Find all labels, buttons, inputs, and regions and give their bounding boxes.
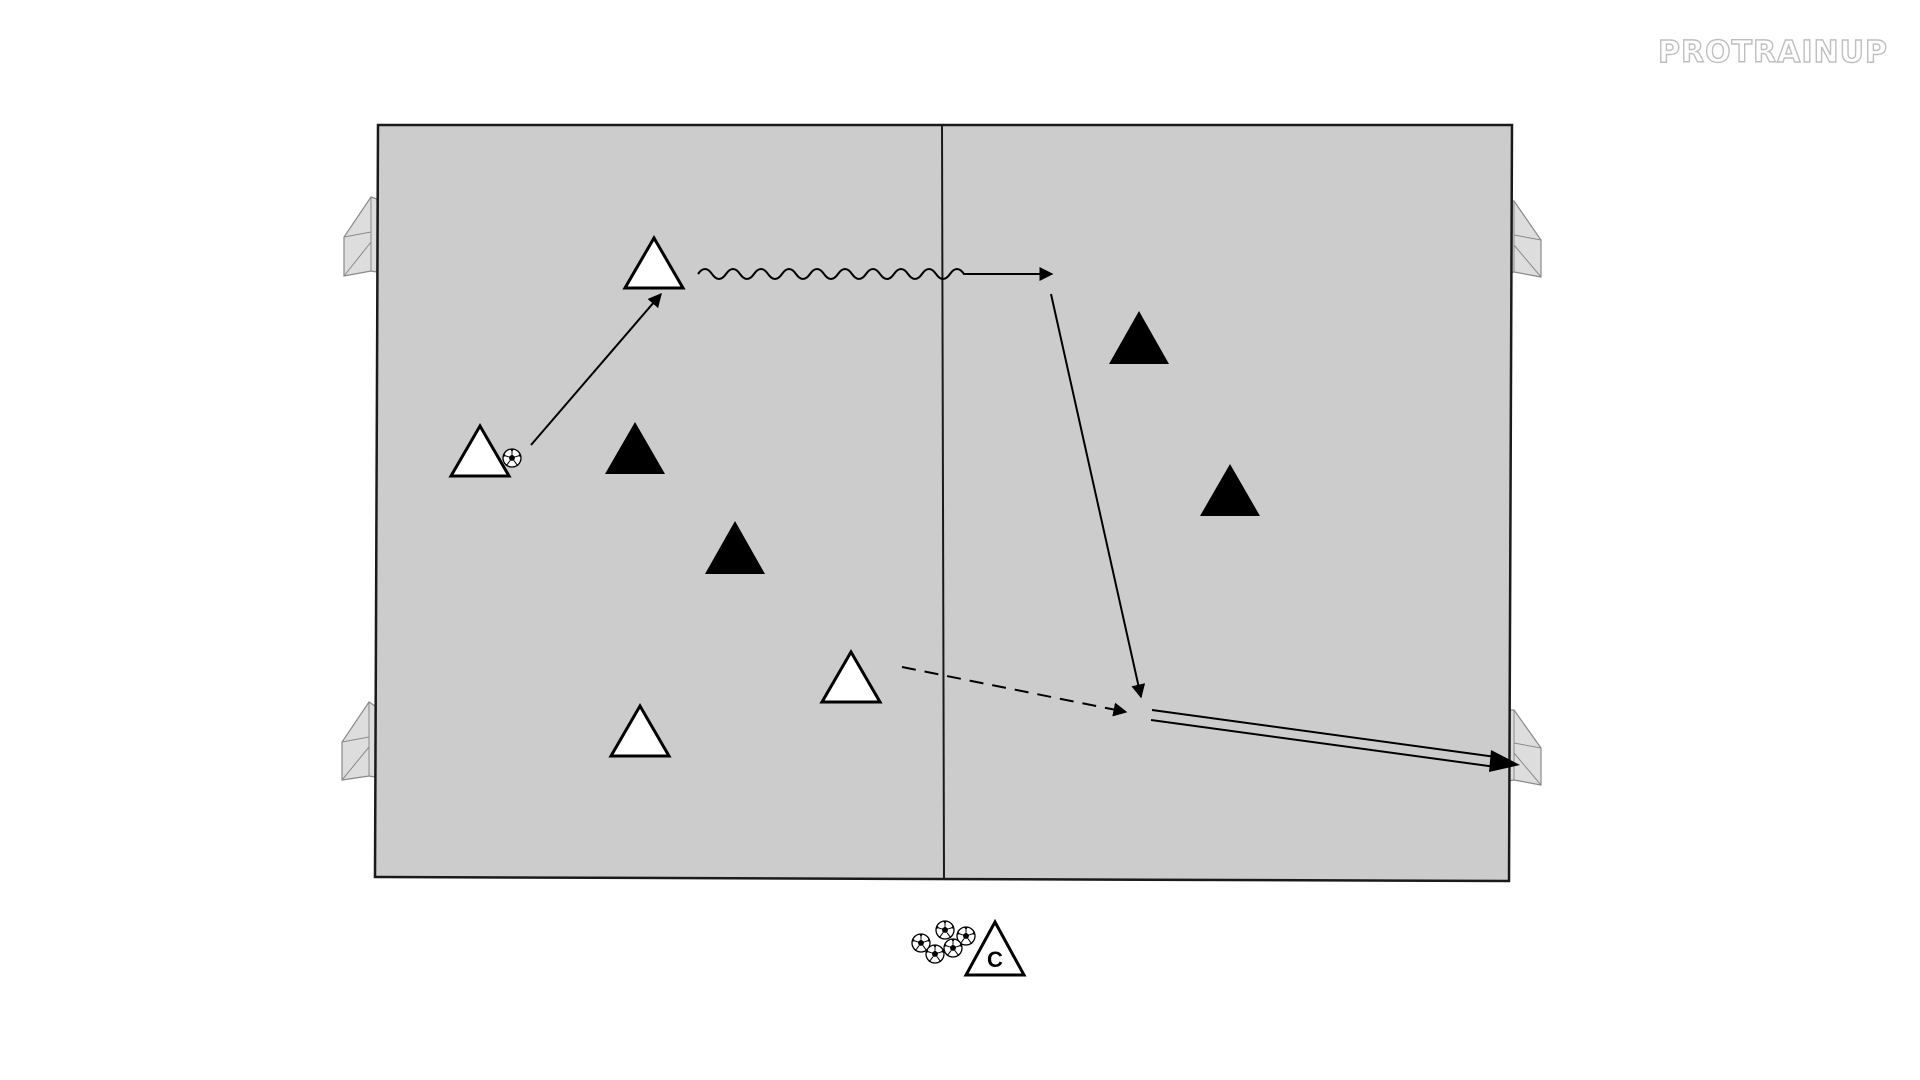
- defender-player-icon: [1200, 464, 1260, 516]
- pass-arrow: [1050, 293, 1146, 699]
- attacker-player-icon: [608, 703, 672, 758]
- goal-icon: [343, 196, 378, 277]
- attacker-player-icon: [819, 649, 883, 704]
- pass-arrow: [530, 292, 662, 446]
- goal-icon: [1507, 709, 1542, 786]
- coach-icon: C: [963, 918, 1027, 977]
- protrainup-logo: PROTRAINUP: [1658, 35, 1888, 70]
- attacker-player-icon: [448, 423, 512, 478]
- goal-icon: [1507, 200, 1542, 278]
- shot-arrow: [1150, 709, 1520, 772]
- ball-pile-icon: [911, 920, 976, 964]
- coach-label: C: [987, 947, 1003, 972]
- run-arrow: [901, 666, 1128, 717]
- defender-player-icon: [605, 422, 665, 474]
- soccer-ball-icon: [502, 448, 522, 468]
- defender-player-icon: [705, 521, 765, 574]
- dribble-arrow: [697, 267, 1054, 281]
- defender-player-icon: [1109, 311, 1169, 364]
- halfway-line: [941, 124, 945, 880]
- goal-icon: [341, 701, 376, 781]
- attacker-player-icon: [622, 235, 686, 290]
